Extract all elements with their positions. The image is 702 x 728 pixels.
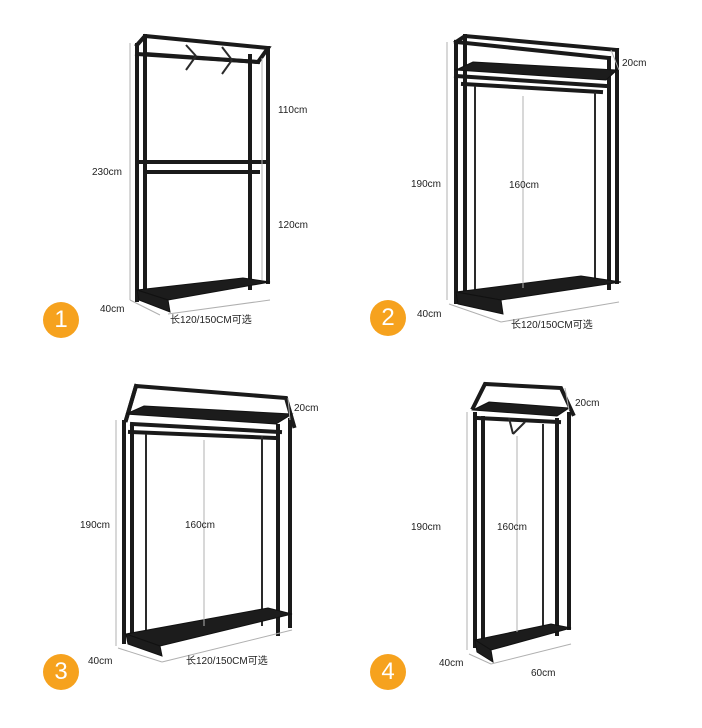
rack-2-inner-label: 160cm (509, 180, 539, 191)
rack-4-panel: 190cm 160cm 20cm 40cm 60cm 4 (351, 364, 702, 728)
rack-3-length-label: 长120/150CM可选 (186, 654, 268, 667)
rack-3-panel: 190cm 160cm 20cm 40cm 长120/150CM可选 3 (0, 364, 351, 728)
rack-4-top-label: 20cm (575, 398, 599, 409)
rack-2-depth-label: 40cm (417, 309, 441, 320)
rack-2-panel: 190cm 160cm 20cm 40cm 长120/150CM可选 2 (351, 0, 702, 364)
rack-1-lower-label: 120cm (278, 220, 308, 231)
rack-1-number-badge: 1 (43, 302, 79, 338)
rack-3-top-label: 20cm (294, 403, 318, 414)
rack-1-drawing: 230cm 110cm 120cm 40cm 长120/150CM可选 (92, 33, 308, 326)
rack-4-width-label: 60cm (531, 668, 555, 679)
rack-1-length-label: 长120/150CM可选 (170, 313, 252, 326)
rack-1-depth-label: 40cm (100, 304, 124, 315)
rack-4-number-badge: 4 (370, 654, 406, 690)
rack-3-number-badge: 3 (43, 654, 79, 690)
rack-1-upper-label: 110cm (278, 105, 307, 116)
rack-3-depth-label: 40cm (88, 656, 112, 667)
rack-2-drawing: 190cm 160cm 20cm 40cm 长120/150CM可选 (411, 33, 646, 331)
rack-3-drawing: 190cm 160cm 20cm 40cm 长120/150CM可选 (80, 383, 318, 667)
rack-2-height-label: 190cm (411, 179, 441, 190)
rack-4-inner-label: 160cm (497, 522, 527, 533)
rack-4-drawing: 190cm 160cm 20cm 40cm 60cm (411, 381, 599, 679)
rack-2-top-label: 20cm (622, 58, 646, 69)
rack-4-height-label: 190cm (411, 522, 441, 533)
rack-2-number-badge: 2 (370, 300, 406, 336)
rack-4-depth-label: 40cm (439, 658, 463, 669)
rack-2-length-label: 长120/150CM可选 (511, 318, 593, 331)
rack-1-panel: 230cm 110cm 120cm 40cm 长120/150CM可选 1 (0, 0, 351, 364)
rack-1-height-label: 230cm (92, 167, 122, 178)
rack-3-inner-label: 160cm (185, 520, 215, 531)
rack-3-height-label: 190cm (80, 520, 110, 531)
